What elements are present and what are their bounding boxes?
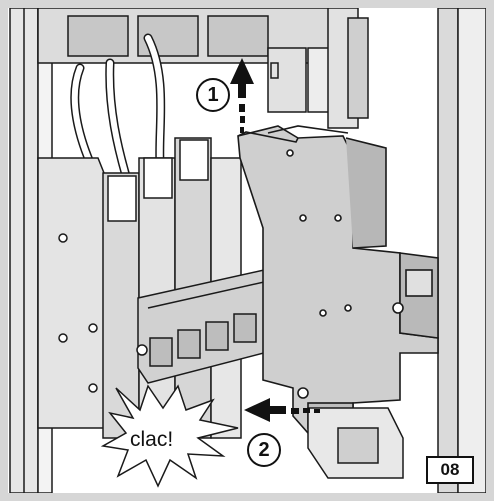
figure-number: 08: [426, 456, 474, 484]
clac-burst: [100, 384, 239, 488]
installation-illustration: [8, 8, 486, 493]
step-1-badge: 1: [196, 78, 230, 112]
right-rail: [327, 8, 486, 493]
auxiliary-block: [136, 267, 284, 384]
illustration: [8, 8, 486, 493]
clac-text: clac!: [130, 428, 174, 451]
arrow-left: [244, 398, 320, 422]
arrow-up: [230, 58, 254, 133]
step-2-badge: 2: [247, 433, 281, 467]
relay-module: [237, 125, 439, 434]
lower-bracket: [307, 407, 404, 479]
